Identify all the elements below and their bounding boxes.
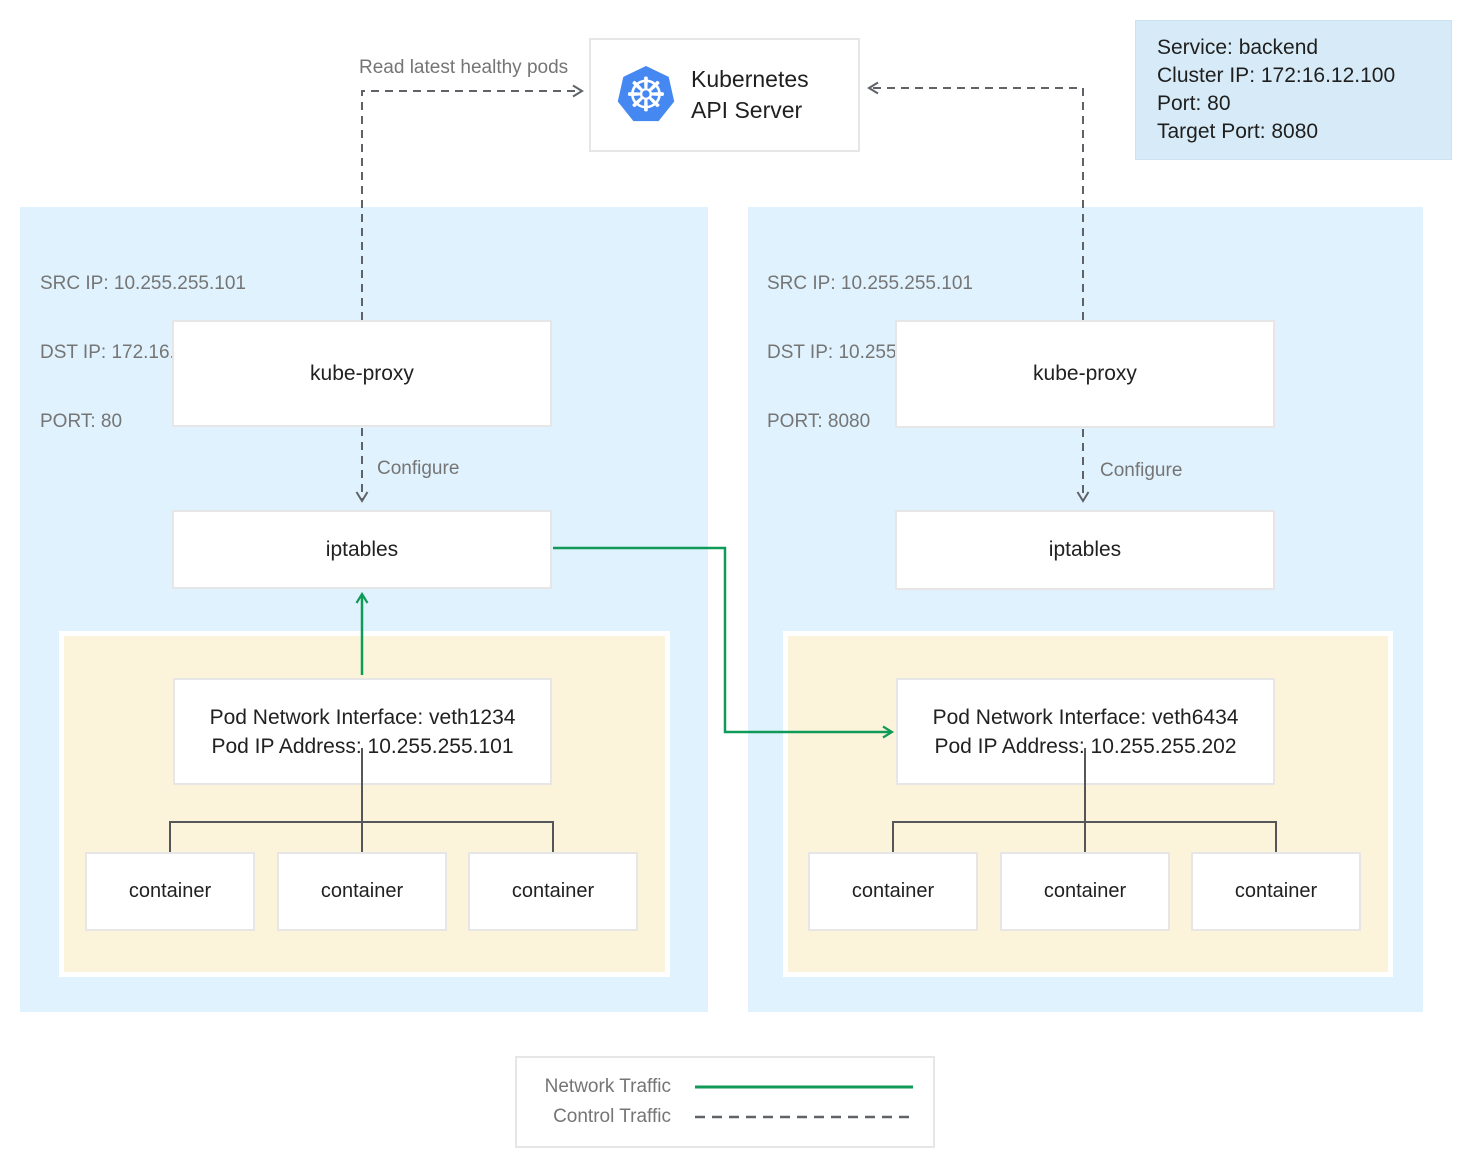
node-left-src-ip: SRC IP: 10.255.255.101 [40,273,246,294]
container-box: container [85,852,255,931]
api-server-label-line1: Kubernetes [691,66,809,92]
container-box: container [277,852,447,931]
container-label: container [1043,880,1127,902]
kube-proxy-box-right: kube-proxy [895,320,1275,428]
container-box: container [808,852,978,931]
configure-label-left: Configure [377,458,460,479]
read-latest-healthy-pods-label: Read latest healthy pods [359,57,569,78]
network-traffic-label: Network Traffic [544,1076,671,1097]
kube-proxy-right-label: kube-proxy [1033,362,1137,385]
kubernetes-helm-icon: ☸ [617,66,675,122]
container-box: container [1000,852,1170,931]
container-box: container [1191,852,1361,931]
container-label: container [511,880,595,902]
iptables-box-left: iptables [172,510,552,589]
service-port: Port: 80 [1157,92,1231,115]
container-label: container [1234,880,1318,902]
node-right-src-ip: SRC IP: 10.255.255.101 [767,273,973,294]
network-traffic-line-swatch [695,1085,913,1089]
legend: Network Traffic Control Traffic [515,1056,935,1148]
api-server-label: Kubernetes API Server [691,64,809,126]
service-name: Service: backend [1157,36,1319,59]
container-label: container [320,880,404,902]
service-target-port: Target Port: 8080 [1157,120,1319,143]
container-box: container [468,852,638,931]
kube-proxy-left-label: kube-proxy [310,361,414,385]
pod-left-ip: Pod IP Address: 10.255.255.101 [211,734,514,758]
kubernetes-api-server-box: ☸ Kubernetes API Server [589,38,860,152]
pod-network-interface-right: Pod Network Interface: veth6434 Pod IP A… [896,678,1275,785]
service-info-card: Service: backend Cluster IP: 172:16.12.1… [1135,20,1452,160]
pod-left-interface: Pod Network Interface: veth1234 [209,705,516,729]
pod-right-ip: Pod IP Address: 10.255.255.202 [934,734,1237,758]
pod-network-interface-left: Pod Network Interface: veth1234 Pod IP A… [173,678,552,785]
service-cluster-ip: Cluster IP: 172:16.12.100 [1157,64,1396,87]
iptables-left-label: iptables [325,537,399,561]
node-left-port: PORT: 80 [40,411,123,432]
legend-row-network: Network Traffic [537,1076,913,1098]
iptables-box-right: iptables [895,510,1275,590]
container-label: container [851,880,935,902]
node-right-port: PORT: 8080 [767,411,871,432]
control-traffic-line-swatch [695,1115,913,1119]
kube-proxy-box-left: kube-proxy [172,320,552,427]
configure-label-right: Configure [1100,460,1183,481]
pod-right-interface: Pod Network Interface: veth6434 [932,705,1239,729]
legend-row-control: Control Traffic [537,1106,913,1128]
api-server-label-line2: API Server [691,97,803,123]
iptables-right-label: iptables [1048,538,1122,561]
control-traffic-label: Control Traffic [553,1106,671,1127]
container-label: container [128,880,212,902]
